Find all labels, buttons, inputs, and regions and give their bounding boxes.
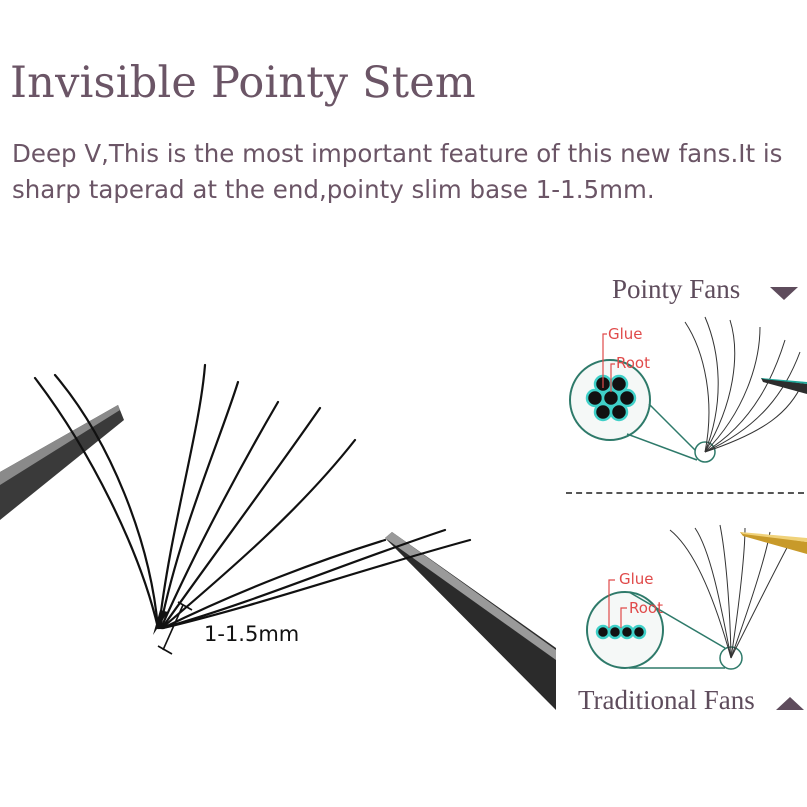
triangle-down-icon xyxy=(770,287,798,300)
triangle-up-icon xyxy=(776,697,804,710)
base-width-label: 1-1.5mm xyxy=(204,622,300,646)
panel-divider xyxy=(566,492,804,494)
main-lash-fan-illustration xyxy=(0,363,556,710)
right-tweezer xyxy=(385,532,556,710)
pointy-fans-label: Pointy Fans xyxy=(612,274,741,304)
traditional-glue-label: Glue xyxy=(619,570,654,588)
lash-strands xyxy=(33,363,472,630)
pointy-fans-diagram xyxy=(569,316,807,463)
left-tweezer xyxy=(0,405,124,520)
traditional-fans-diagram xyxy=(586,524,807,670)
pointy-glue-label: Glue xyxy=(608,325,643,343)
traditional-root-label: Root xyxy=(629,599,663,617)
page-title: Invisible Pointy Stem xyxy=(10,58,476,108)
pointy-root-label: Root xyxy=(616,354,650,372)
feature-description: Deep V,This is the most important featur… xyxy=(12,139,783,204)
traditional-fans-label: Traditional Fans xyxy=(578,685,755,715)
measurement-bracket xyxy=(157,601,193,655)
